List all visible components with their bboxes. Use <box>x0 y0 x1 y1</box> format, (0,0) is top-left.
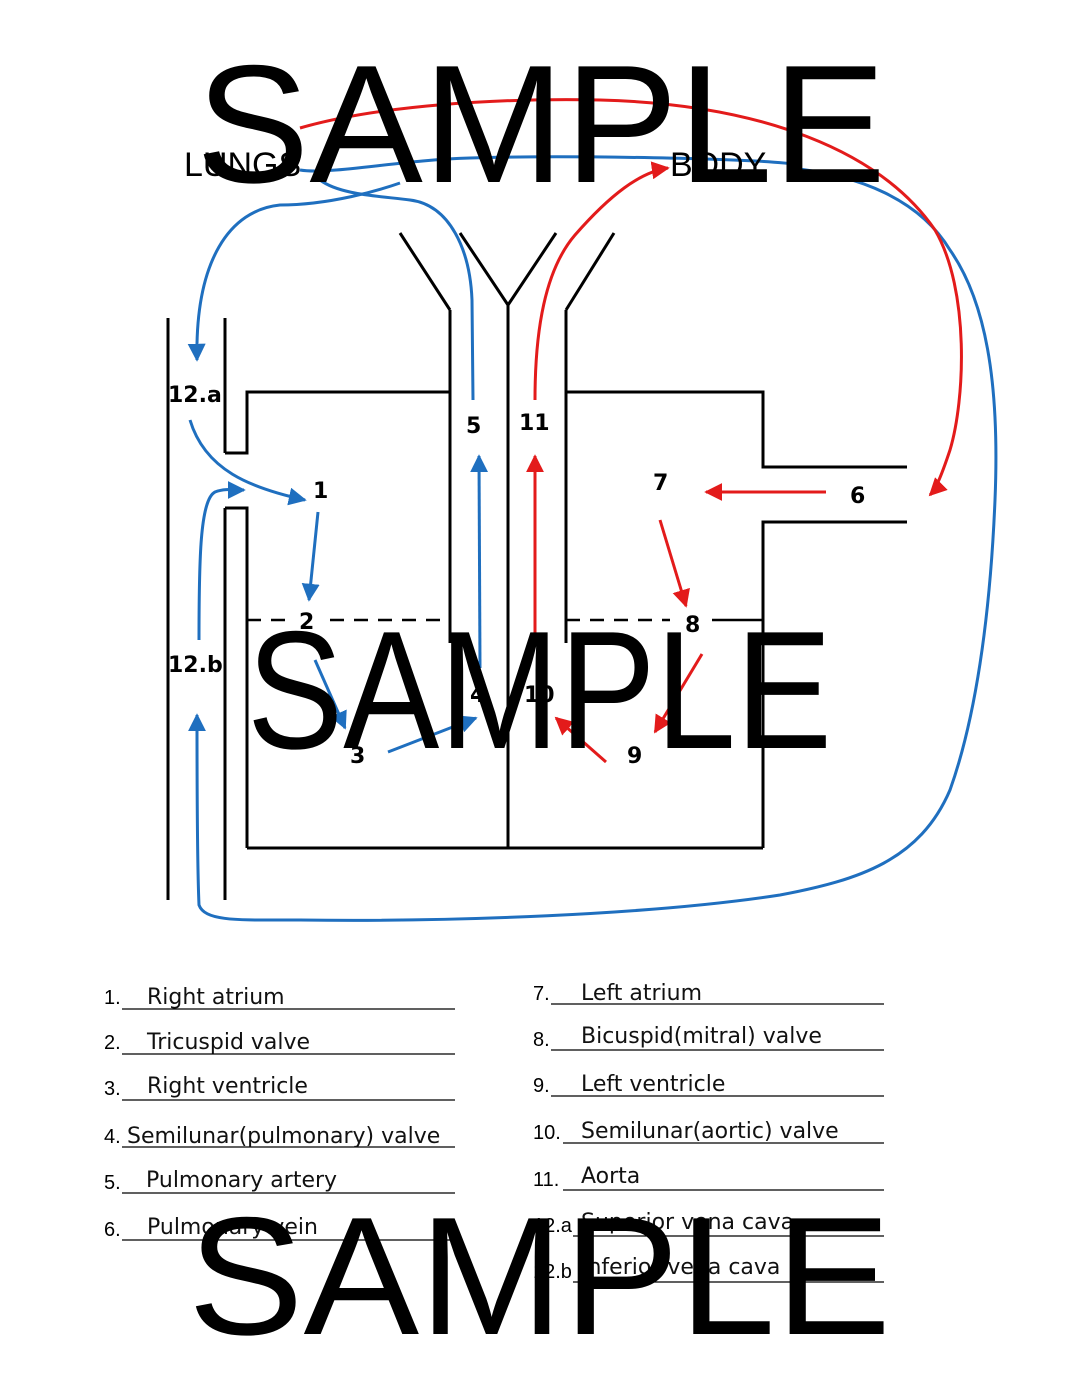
answer-number: 1. <box>104 987 121 1009</box>
answer-item-12a: 12.a Superior vena cava <box>533 1210 884 1237</box>
lungs-label: LUNGS <box>184 146 301 184</box>
arrow-3-to-4 <box>387 715 478 754</box>
answer-item-1: 1. Right atrium <box>104 985 455 1010</box>
answer-text: Inferior vena cava <box>581 1255 780 1280</box>
label-4: 4 <box>470 683 485 708</box>
answer-item-2: 2. Tricuspid valve <box>104 1030 455 1055</box>
answer-text: Bicuspid(mitral) valve <box>581 1024 822 1049</box>
label-3: 3 <box>350 744 365 769</box>
answer-item-9: 9. Left ventricle <box>533 1072 884 1097</box>
answer-text: Semilunar(aortic) valve <box>581 1119 839 1144</box>
label-6: 6 <box>850 484 865 509</box>
lungs-crossing-curve <box>319 178 475 401</box>
answer-number: 7. <box>533 983 550 1005</box>
answer-text: Pulmonary vein <box>147 1215 318 1240</box>
answer-text: Semilunar(pulmonary) valve <box>127 1124 440 1149</box>
answer-key-right: 7. Left atrium 8. Bicuspid(mitral) valve… <box>533 981 884 1283</box>
superior-vena-cava-flow <box>187 181 401 362</box>
answer-number: 12.b <box>533 1261 572 1283</box>
answer-number: 5. <box>104 1172 121 1194</box>
pulmonary-artery-left-branch <box>398 232 452 311</box>
answer-text: Left ventricle <box>581 1072 725 1097</box>
answer-text: Superior vena cava <box>581 1210 794 1235</box>
left-atrium-top <box>566 390 907 469</box>
watermarks: SAMPLE SAMPLE SAMPLE <box>188 30 891 1370</box>
answer-number: 4. <box>104 1126 121 1148</box>
answer-item-3: 3. Right ventricle <box>104 1074 455 1101</box>
label-5: 5 <box>466 414 481 439</box>
label-12b: 12.b <box>168 653 223 678</box>
answer-number: 10. <box>533 1122 561 1144</box>
left-atrium-bottom <box>761 520 907 848</box>
right-atrium-inlet-bottom <box>225 506 249 848</box>
heart-outline <box>166 232 907 900</box>
answer-number: 8. <box>533 1029 550 1051</box>
arrow-7-to-8 <box>658 519 690 608</box>
answer-text: Aorta <box>581 1164 640 1189</box>
arrow-9-to-10 <box>554 716 607 764</box>
answer-number: 2. <box>104 1032 121 1054</box>
answer-item-5: 5. Pulmonary artery <box>104 1168 455 1194</box>
answer-item-12b: 12.b Inferior vena cava <box>533 1255 884 1283</box>
answer-item-6: 6. Pulmonary vein <box>104 1215 455 1241</box>
answer-item-7: 7. Left atrium <box>533 981 884 1006</box>
answer-text: Right ventricle <box>147 1074 308 1099</box>
answer-text: Pulmonary artery <box>146 1168 337 1193</box>
answer-item-11: 11. Aorta <box>533 1164 884 1191</box>
answer-number: 6. <box>104 1219 121 1241</box>
label-2: 2 <box>299 610 314 635</box>
answer-number: 12.a <box>533 1215 573 1237</box>
answer-text: Tricuspid valve <box>146 1030 310 1055</box>
answer-item-4: 4. Semilunar(pulmonary) valve <box>104 1124 455 1149</box>
answer-text: Right atrium <box>147 985 285 1010</box>
label-12a: 12.a <box>168 383 222 408</box>
oxygenated-flow <box>299 98 963 764</box>
label-10: 10 <box>524 683 555 708</box>
arrow-2-to-3 <box>313 659 347 730</box>
watermark-top: SAMPLE <box>196 30 886 218</box>
right-atrium-inlet-top <box>225 390 450 455</box>
arrow-8-to-9 <box>653 653 704 734</box>
label-9: 9 <box>627 744 642 769</box>
arrow-4-to-5 <box>470 454 489 669</box>
answer-key-left: 1. Right atrium 2. Tricuspid valve 3. Ri… <box>104 985 455 1241</box>
systemic-venous-return <box>188 166 998 922</box>
answer-item-8: 8. Bicuspid(mitral) valve <box>533 1024 884 1051</box>
blue-loop-top <box>299 155 801 173</box>
aorta-right-branch <box>564 232 616 311</box>
label-1: 1 <box>313 479 328 504</box>
trunk-fork <box>458 232 558 308</box>
answer-text: Left atrium <box>581 981 702 1006</box>
arrow-1-to-2 <box>301 511 320 602</box>
aorta-to-body-flow <box>533 161 670 401</box>
arrow-12b-to-1 <box>197 480 246 641</box>
answer-number: 9. <box>533 1075 550 1097</box>
pulmonary-vein-flow <box>299 98 963 497</box>
watermark-bottom: SAMPLE <box>188 1182 891 1370</box>
answer-number: 11. <box>533 1169 559 1191</box>
answer-number: 3. <box>104 1078 121 1100</box>
watermark-middle: SAMPLE <box>247 596 832 784</box>
body-label: BODY <box>670 146 766 184</box>
label-8: 8 <box>685 613 700 638</box>
deoxygenated-flow <box>187 155 998 922</box>
answer-item-10: 10. Semilunar(aortic) valve <box>533 1119 884 1144</box>
label-11: 11 <box>519 411 550 436</box>
arrow-12a-to-1 <box>188 419 307 506</box>
label-7: 7 <box>653 471 668 496</box>
